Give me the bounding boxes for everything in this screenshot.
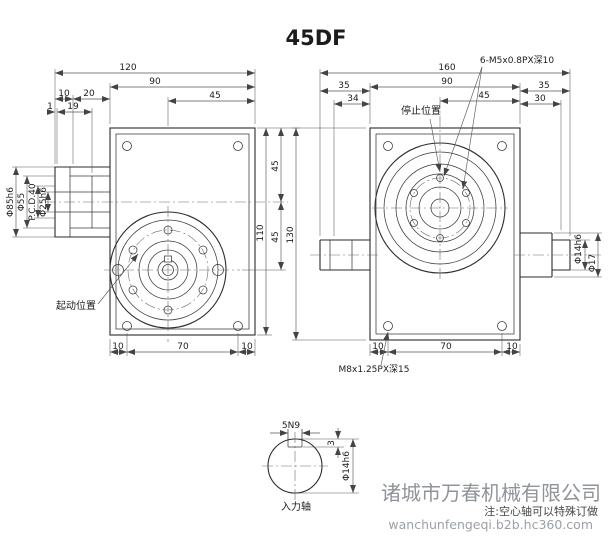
dim-b70: 70: [177, 342, 189, 352]
dim-dia17: Φ17: [588, 254, 598, 273]
dim-b10-left: 10: [112, 342, 124, 352]
dim-35-right: 35: [538, 81, 549, 91]
corner-hole: [122, 321, 132, 331]
custom-order-note: 注:空心轴可以特殊订做: [484, 504, 598, 518]
input-shaft-label: 入力轴: [281, 500, 311, 513]
dim-dia55: Φ55: [17, 193, 27, 212]
dim-130: 130: [286, 226, 296, 243]
corner-hole: [383, 141, 393, 151]
front-view-dimensions: 120 90 10 20 45 1 19 Φ85h6 Φ55 P.C.D.40 …: [6, 63, 366, 356]
dim-b10-right: 10: [241, 342, 253, 352]
corner-hole: [233, 141, 243, 151]
dim-dia25: Φ25h6: [39, 187, 49, 217]
start-position-label: 起动位置: [56, 299, 96, 312]
dim-dia85: Φ85h6: [6, 187, 16, 217]
corner-hole: [383, 321, 393, 331]
watermark-url: wanchunfengeqi.b2b.hc360.com: [388, 517, 593, 532]
dim-34: 34: [347, 94, 359, 104]
dim-45-top: 45: [209, 91, 220, 101]
dim-45-lower: 45: [271, 231, 281, 242]
stop-position-label: 停止位置: [401, 104, 441, 117]
side-view-dimensions: 160 90 45 35 34 35 30 Φ14h6 Φ17 10 70 10…: [319, 55, 602, 375]
callout-6-m5: 6-M5x0.8PX深10: [480, 55, 554, 66]
corner-hole: [122, 141, 132, 151]
dim-pcd40: P.C.D.40: [28, 183, 38, 221]
corner-hole: [497, 141, 507, 151]
dim-detail-dia14: Φ14h6: [342, 451, 352, 481]
footer: 诸城市万春机械有限公司 注:空心轴可以特殊订做 wanchunfengeqi.b…: [381, 481, 601, 532]
dim-90-side: 90: [441, 77, 453, 87]
dim-110: 110: [256, 224, 266, 241]
company-name: 诸城市万春机械有限公司: [381, 481, 601, 505]
dim-160: 160: [438, 63, 455, 73]
corner-hole: [233, 321, 243, 331]
dim-120: 120: [119, 63, 136, 73]
dim-45-upper: 45: [271, 160, 281, 171]
dim-35-left: 35: [338, 81, 349, 91]
dim-b10-right-side: 10: [506, 342, 518, 352]
dim-45-side: 45: [478, 91, 489, 101]
dim-90: 90: [149, 77, 161, 87]
dim-b70-side: 70: [440, 342, 452, 352]
callout-m8: M8x1.25PX深15: [339, 364, 410, 375]
dim-dia14: Φ14h6: [574, 234, 584, 264]
dim-b10-left-side: 10: [372, 342, 384, 352]
dim-30: 30: [534, 94, 546, 104]
drawing-title: 45DF: [285, 26, 346, 50]
dim-1: 1: [47, 102, 53, 112]
shaft-detail-view: 5N9 3 Φ14h6 入力轴: [262, 421, 359, 513]
dim-key-width: 5N9: [282, 421, 300, 431]
dim-10: 10: [58, 89, 70, 99]
dim-19: 19: [67, 102, 79, 112]
dim-key-depth: 3: [327, 440, 337, 446]
dim-20: 20: [83, 89, 95, 99]
front-view: [45, 127, 288, 342]
side-view: [310, 97, 602, 341]
corner-hole: [497, 321, 507, 331]
